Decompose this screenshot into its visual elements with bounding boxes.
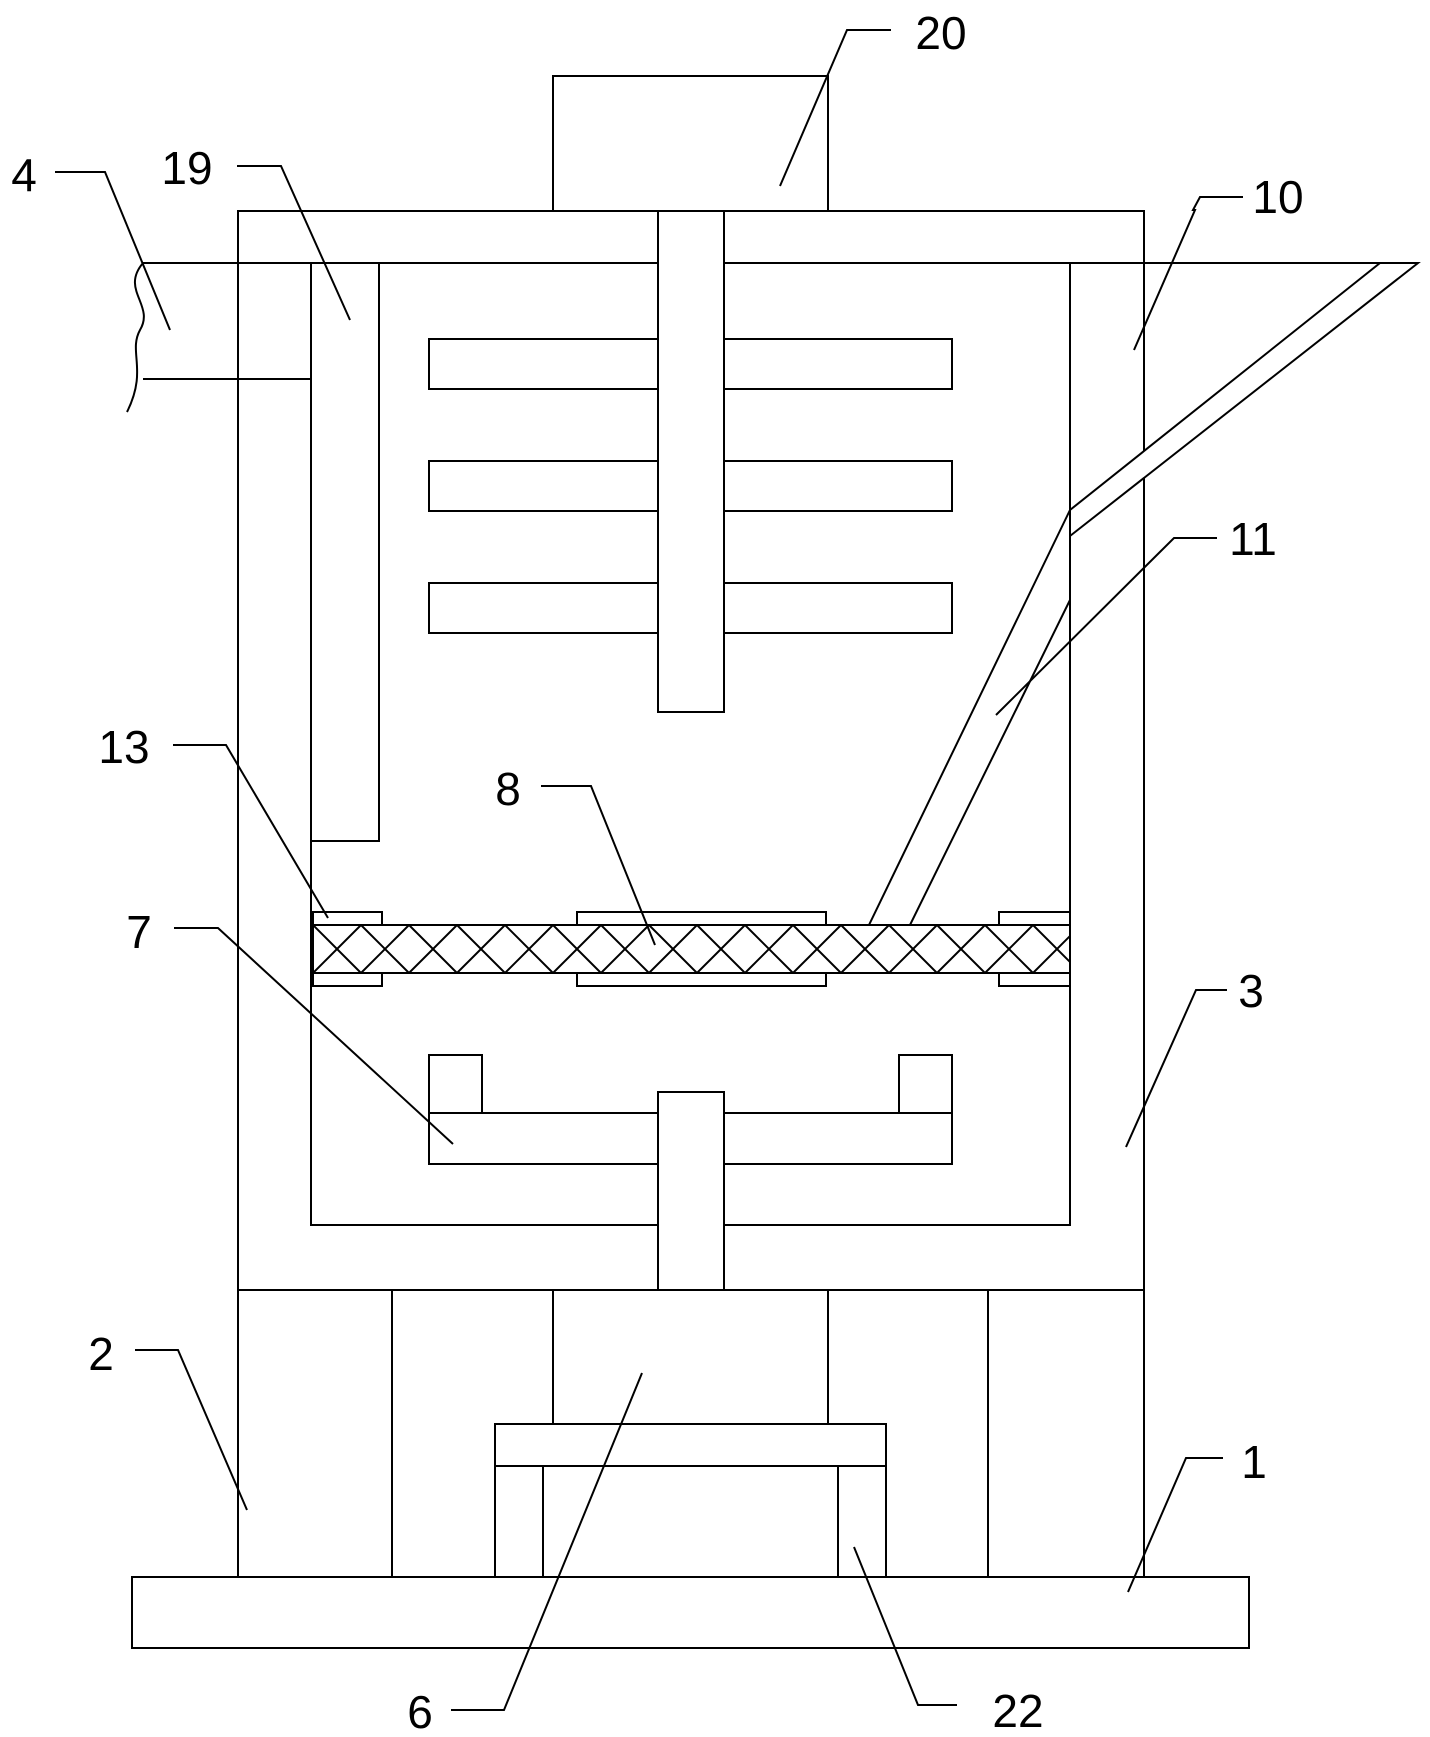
screen-hatch-line: [1081, 925, 1129, 973]
label-13: 13: [98, 721, 149, 773]
motor-stand: [494, 1423, 887, 1578]
screen-hatch-line: [840, 925, 890, 973]
lower-stirring-shaft: [657, 1091, 725, 1291]
screen-hatch-line: [984, 925, 1034, 973]
top-motor: [552, 75, 829, 212]
base-plate: [131, 1576, 1250, 1649]
screen-hatch-line: [648, 925, 698, 973]
screen-hatch-line: [1081, 925, 1129, 973]
label-4: 4: [11, 149, 37, 201]
screen-hatch-line: [1032, 934, 1070, 973]
leader-lines: [55, 29, 1243, 1711]
screen-hatch-line: [696, 925, 746, 973]
callout-labels: 1 2 3 4 6 7 8 10 11 13 19 20 22: [11, 7, 1303, 1737]
screen-hatch-line: [936, 925, 986, 973]
filter-screen: [312, 911, 1129, 987]
label-11: 11: [1229, 513, 1277, 565]
lower-motor: [552, 1289, 829, 1425]
screen-hatch-line: [600, 925, 650, 973]
label-10: 10: [1252, 171, 1303, 223]
screen-hatch-line: [408, 925, 458, 973]
label-3: 3: [1238, 965, 1264, 1017]
screen-hatch-line: [504, 925, 554, 973]
screen-hatch-line: [552, 925, 602, 973]
label-6: 6: [407, 1686, 433, 1737]
inner-pipe: [310, 262, 380, 842]
screen-hatch-line: [888, 925, 938, 973]
label-1: 1: [1241, 1436, 1267, 1488]
upper-stirring-shaft: [657, 210, 725, 713]
label-19: 19: [161, 142, 212, 194]
screen-hatch-line: [313, 925, 362, 973]
screen-hatch-line: [792, 925, 842, 973]
screen-hatch-line: [313, 971, 314, 973]
label-20: 20: [915, 7, 966, 59]
screen-hatch-line: [456, 925, 506, 973]
screen-hatch-line: [313, 925, 314, 927]
outlet-chute: [1069, 262, 1421, 539]
screen-hatch-line: [360, 925, 410, 973]
label-2: 2: [88, 1328, 114, 1380]
label-22: 22: [992, 1685, 1043, 1737]
label-7: 7: [126, 906, 152, 958]
inlet-pipe: [126, 262, 311, 413]
screen-hatch-line: [744, 925, 794, 973]
discharge-tube: [867, 509, 1071, 926]
label-8: 8: [495, 763, 521, 815]
